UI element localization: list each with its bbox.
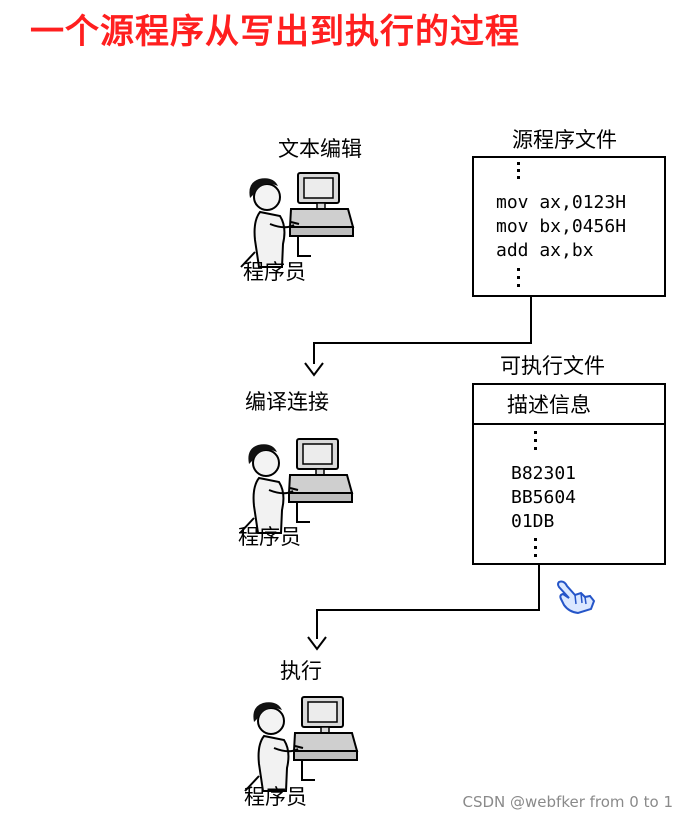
executable-file-title: 可执行文件 (500, 354, 605, 378)
source-file-ellipsis-dot-2 (517, 169, 520, 172)
arrow-down-icon (305, 630, 329, 654)
pointing-hand-cursor-icon (551, 577, 599, 617)
source-file-box: mov ax,0123H mov bx,0456H add ax,bx (472, 156, 666, 297)
executable-file-ellipsis-dot-6 (534, 554, 537, 557)
connector-line-1-horizontal (313, 342, 532, 344)
executable-file-ellipsis-dot-1 (534, 431, 537, 434)
executable-file-ellipsis-dot-3 (534, 447, 537, 450)
stage-2-caption: 编译连接 (245, 390, 329, 414)
page-title: 一个源程序从写出到执行的过程 (30, 12, 520, 52)
source-code-line: add ax,bx (496, 240, 594, 261)
executable-file-ellipsis-dot-4 (534, 538, 537, 541)
connector-line-1-vertical-a (530, 297, 532, 343)
stage-2-person-label: 程序员 (238, 525, 301, 549)
stage-1-caption: 文本编辑 (278, 137, 362, 161)
executable-file-divider (474, 423, 664, 425)
source-file-ellipsis-dot-1 (517, 162, 520, 165)
source-file-ellipsis-dot-4 (517, 268, 520, 271)
source-code-line: mov ax,0123H (496, 192, 627, 213)
machine-code-line: 01DB (511, 511, 555, 532)
connector-line-1-vertical-b (313, 342, 315, 364)
source-file-ellipsis-dot-5 (517, 276, 520, 279)
arrow-down-icon (302, 356, 326, 380)
source-file-ellipsis-dot-3 (517, 176, 520, 179)
executable-file-ellipsis-dot-2 (534, 439, 537, 442)
connector-line-2-horizontal (316, 609, 540, 611)
source-file-ellipsis-dot-6 (517, 284, 520, 287)
source-code-line: mov bx,0456H (496, 216, 627, 237)
machine-code-line: BB5604 (511, 487, 577, 508)
executable-file-header: 描述信息 (507, 393, 591, 417)
connector-line-2-vertical-a (538, 565, 540, 610)
stage-3-person-label: 程序员 (244, 785, 307, 809)
machine-code-line: B82301 (511, 463, 577, 484)
executable-file-box: 描述信息 B82301 BB5604 01DB (472, 383, 666, 565)
stage-1-person-label: 程序员 (243, 260, 306, 284)
programmer-at-computer-icon (239, 690, 365, 792)
connector-line-2-vertical-b (316, 609, 318, 639)
executable-file-ellipsis-dot-5 (534, 546, 537, 549)
stage-3-caption: 执行 (280, 659, 322, 683)
watermark: CSDN @webfker from 0 to 1 (462, 793, 673, 811)
source-file-title: 源程序文件 (512, 128, 617, 152)
programmer-at-computer-icon (234, 432, 360, 534)
programmer-at-computer-icon (235, 166, 361, 268)
